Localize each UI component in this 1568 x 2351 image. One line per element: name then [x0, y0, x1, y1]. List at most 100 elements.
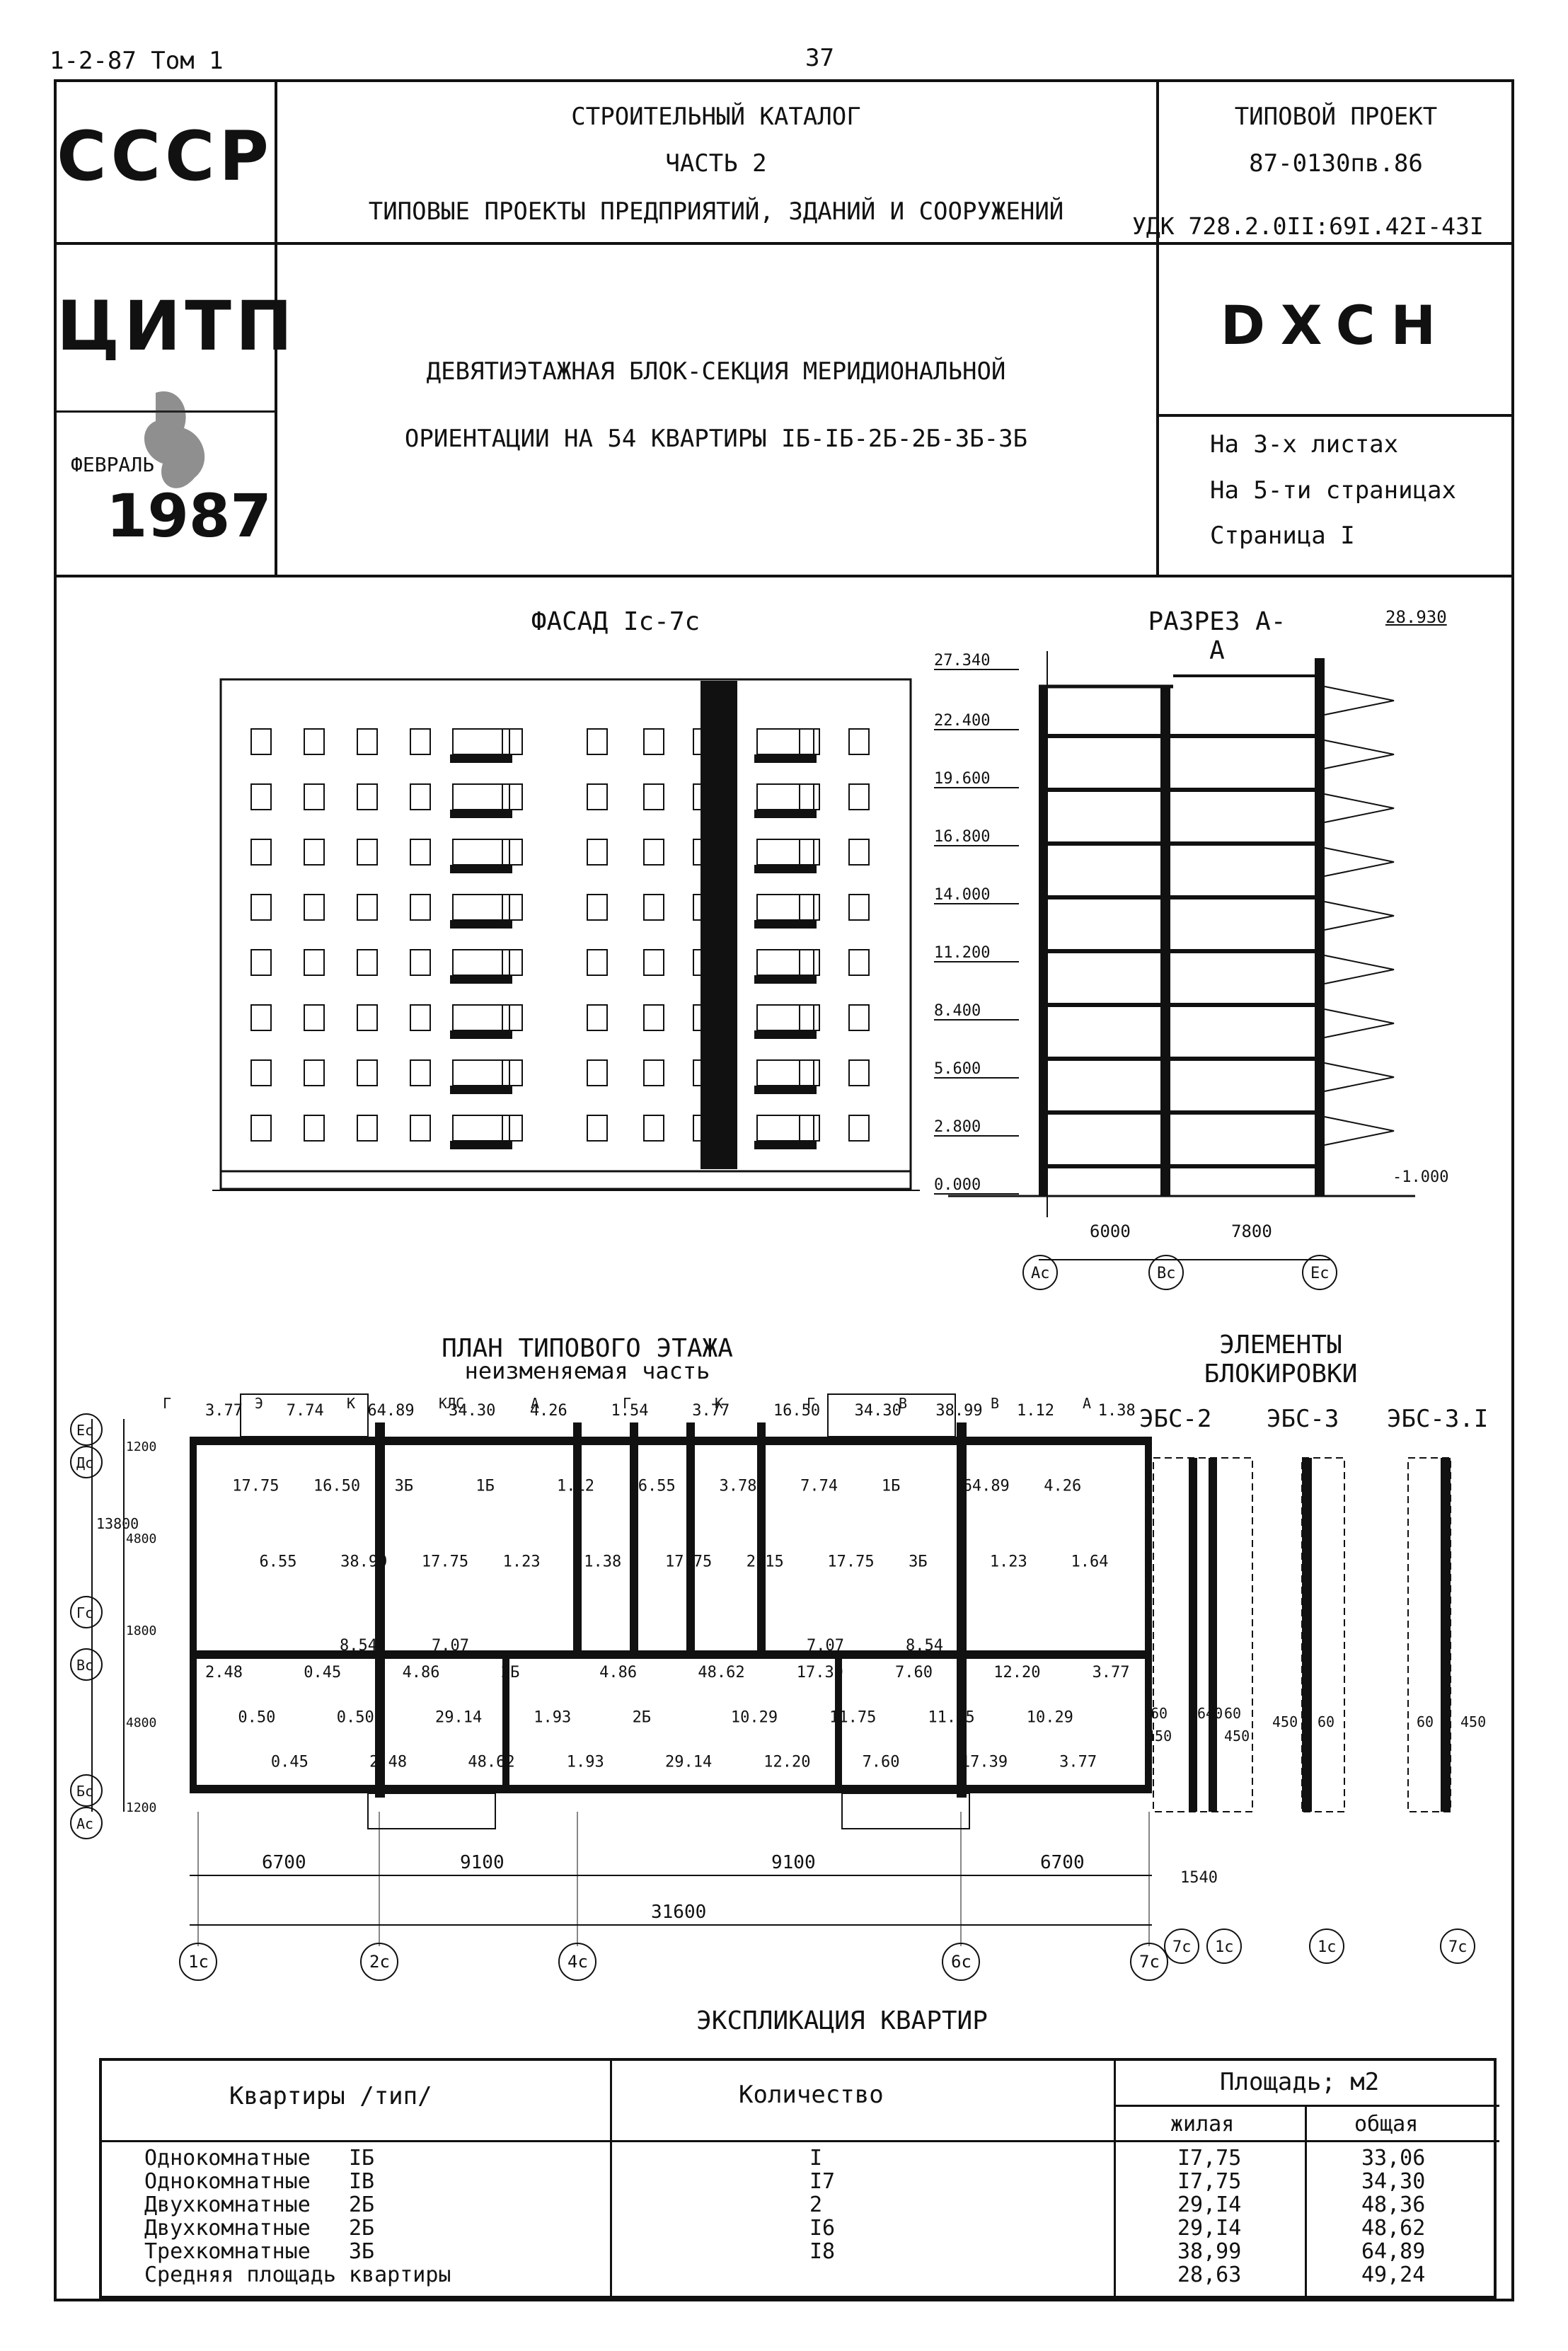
facade-window [643, 783, 664, 810]
element-3-axis-1: 7с [1448, 1938, 1468, 1956]
room-label: 7.60 [895, 1664, 933, 1682]
element-ebs-3-1: ЭБС-3.I 60 450 7с [1387, 1405, 1488, 1964]
room-label: 17.75 [665, 1553, 712, 1570]
ink-stain [144, 391, 205, 488]
facade-window [587, 728, 608, 755]
table-vline-3 [1305, 2105, 1307, 2301]
plan-mark: А [1083, 1395, 1091, 1412]
row-axis-label: Вс [76, 1657, 93, 1674]
balcony-slab [754, 1141, 817, 1149]
row-dimension: 4800 [126, 1715, 156, 1730]
room-label: 0.45 [304, 1664, 341, 1682]
plan-room-labels: 3.7717.756.557.7416.5038.9964.893Б17.753… [163, 1395, 1136, 1771]
room-label: 10.29 [1027, 1708, 1073, 1726]
level-mark: 11.200 [934, 944, 990, 962]
facade-window [799, 1004, 820, 1031]
room-label: 64.89 [963, 1478, 1010, 1495]
facade-window [357, 1059, 378, 1086]
col-qty-header: Количество [739, 2081, 884, 2109]
room-label: 16.50 [313, 1478, 360, 1495]
col-area-header: Площадь; м2 [1220, 2068, 1380, 2096]
facade-window [304, 783, 325, 810]
element-ebs-2: ЭБС-2 60 640 60 450 450 1540 7с 1с [1139, 1405, 1253, 1964]
row-axis-bubble [70, 1596, 103, 1628]
facade-window [304, 839, 325, 866]
facade-window [502, 1115, 523, 1142]
facade-window [756, 839, 814, 866]
room-label: 1.12 [1017, 1402, 1054, 1420]
table-cell-living: I7,75 [1177, 2146, 1242, 2171]
facade-window [304, 949, 325, 976]
facade-window [502, 949, 523, 976]
facade-window [357, 728, 378, 755]
facade-window [693, 839, 714, 866]
element-1-axis-2: 1с [1215, 1938, 1234, 1956]
balcony-slab [450, 920, 512, 929]
room-label: 17.39 [961, 1754, 1008, 1771]
facade-window [848, 728, 870, 755]
table-cell-living: 29,I4 [1177, 2192, 1242, 2217]
col-axis-label: 2с [369, 1952, 390, 1972]
level-mark: 19.600 [934, 770, 990, 788]
facade-window [410, 894, 431, 921]
row-dimension: 4800 [126, 1531, 156, 1546]
table-cell-qty: I7 [809, 2169, 836, 2194]
room-label: 1.93 [567, 1754, 604, 1771]
facade-window [693, 1115, 714, 1142]
table-cell-qty: 2 [809, 2192, 823, 2217]
col-total-header: общая [1354, 2112, 1419, 2137]
row-axis-bubble [70, 1774, 103, 1807]
facade-window [693, 894, 714, 921]
overall-dimension: 31600 [651, 1902, 706, 1923]
room-label: 3.77 [692, 1402, 730, 1420]
axis-bubble-ec [1302, 1255, 1337, 1290]
room-label: 34.30 [449, 1402, 495, 1420]
axis-bubble-vc [1148, 1255, 1184, 1290]
row-axis-bubble [70, 1413, 103, 1446]
col-dimension: 6700 [262, 1852, 306, 1873]
facade-window [250, 1059, 272, 1086]
facade-window [357, 949, 378, 976]
stair-flight [1324, 1008, 1395, 1038]
explication-title: ЭКСПЛИКАЦИЯ КВАРТИР [696, 2006, 988, 2035]
facade-window [848, 839, 870, 866]
col-axis-label: 1с [188, 1952, 209, 1972]
table-cell-qty: I6 [809, 2216, 836, 2241]
facade-window [502, 783, 523, 810]
facade-window [452, 783, 510, 810]
room-label: 1.38 [584, 1553, 621, 1570]
room-label: 1.64 [1071, 1553, 1109, 1570]
col-axis-label: 4с [567, 1952, 588, 1972]
col-dimension: 9100 [771, 1852, 816, 1873]
project-code: 87-0130пв.86 [1249, 149, 1423, 178]
series-code: DXCH [1220, 294, 1452, 357]
facade-window [304, 1115, 325, 1142]
balcony-slab [754, 754, 817, 763]
facade-window [452, 1059, 510, 1086]
facade-window [452, 1004, 510, 1031]
table-cell-type: Двухкомнатные 2Б [144, 2192, 375, 2217]
facade-window [848, 894, 870, 921]
sheet-frame [54, 79, 1514, 2301]
header-divider-1 [54, 242, 1514, 245]
row-dimension: 1200 [126, 1800, 156, 1815]
table-cell-total: 64,89 [1361, 2239, 1426, 2264]
facade-window [756, 1004, 814, 1031]
col-axis-label: 6с [951, 1952, 972, 1972]
span-dim-2: 7800 [1231, 1222, 1272, 1241]
axis-label-ec: Ес [1310, 1265, 1330, 1282]
room-label: 12.20 [763, 1754, 810, 1771]
col-axis-bubble [179, 1943, 217, 1981]
explication-table: Квартиры /тип/ Количество Площадь; м2 жи… [99, 2058, 1499, 2301]
col-axis-bubble [558, 1943, 596, 1981]
room-label: 17.75 [422, 1553, 468, 1570]
room-label: 38.99 [340, 1553, 387, 1570]
room-label: 1.23 [990, 1553, 1027, 1570]
facade-window [304, 1059, 325, 1086]
balcony-slab [754, 865, 817, 873]
facade-window [452, 1115, 510, 1142]
facade-window [410, 783, 431, 810]
table-cell-total: 33,06 [1361, 2146, 1426, 2171]
room-label: 3Б [395, 1478, 414, 1495]
